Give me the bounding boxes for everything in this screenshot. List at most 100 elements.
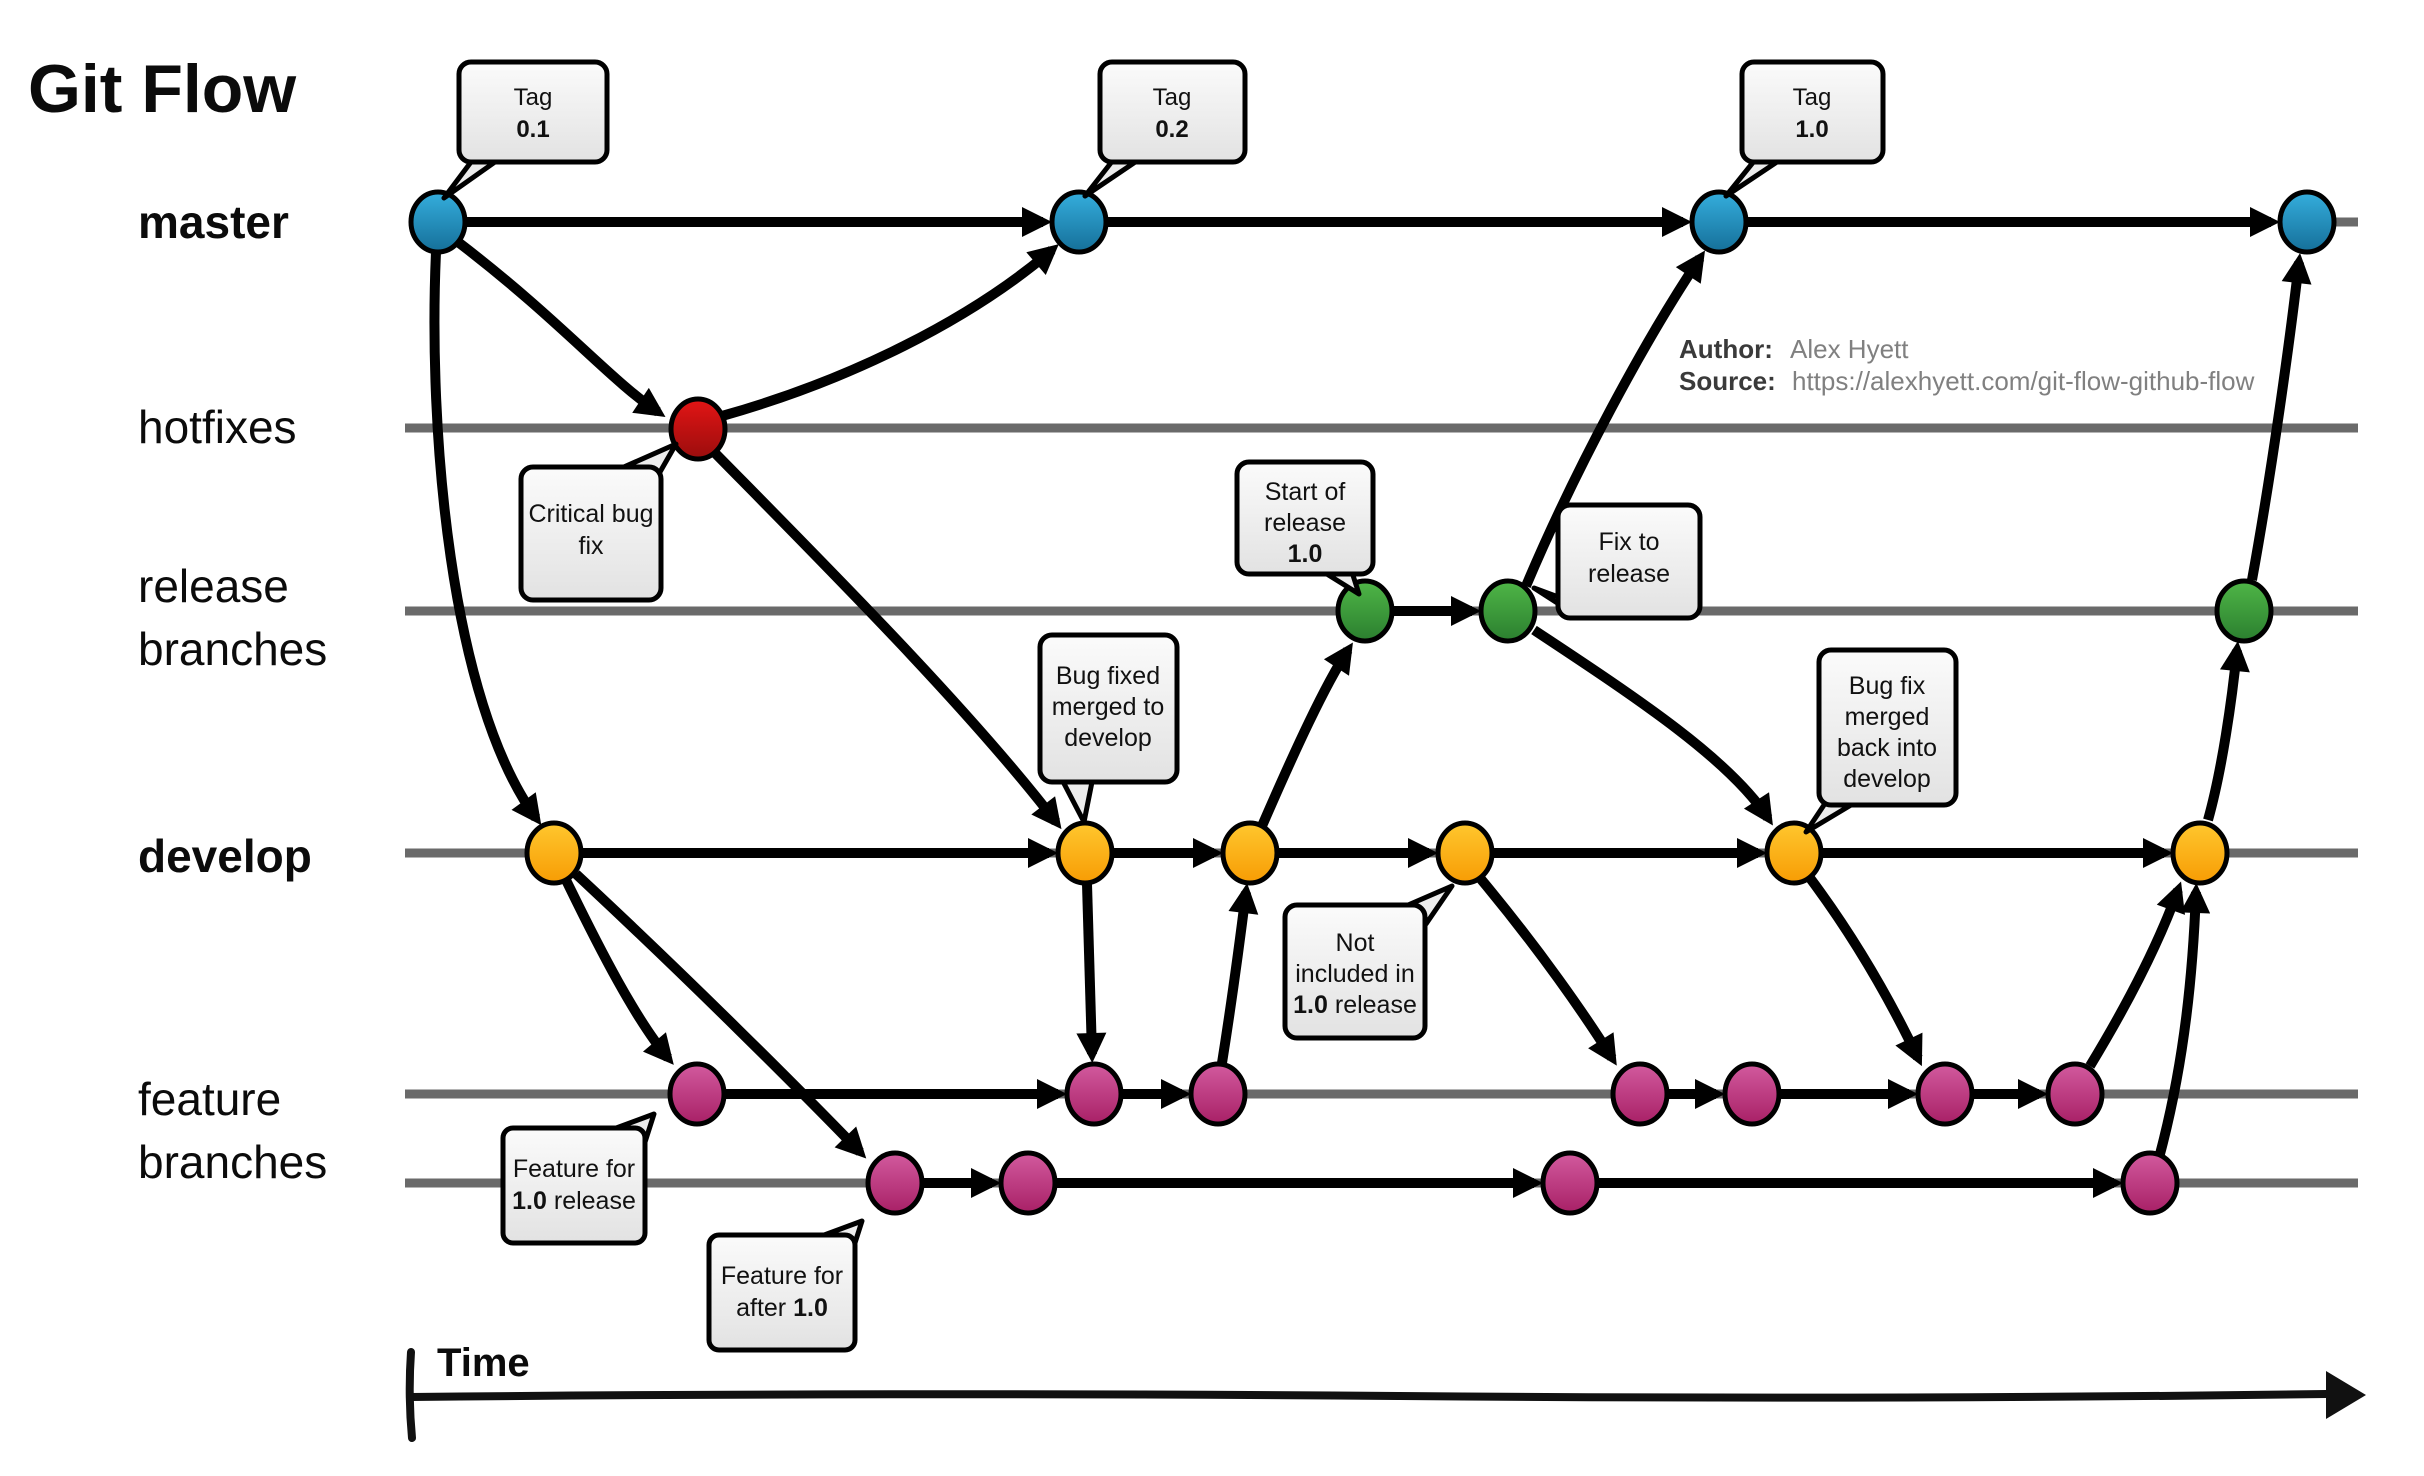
callout-text: Feature for xyxy=(513,1155,635,1183)
commit-release-1 xyxy=(1335,578,1395,644)
lane-label-release-1: release xyxy=(138,560,289,612)
commit-master-3 xyxy=(1689,189,1749,255)
commit-release-3 xyxy=(2214,578,2274,644)
callout-text: merged xyxy=(1845,703,1930,731)
callout-text: release xyxy=(1264,509,1346,537)
source-label: Source: xyxy=(1679,366,1776,396)
callout-text: back into xyxy=(1837,734,1937,762)
arrow-develop2-to-feature1b xyxy=(1076,883,1107,1063)
callout-body xyxy=(1282,902,1428,1041)
lane-label-hotfixes: hotfixes xyxy=(138,401,297,453)
commit-feature1-6 xyxy=(1915,1061,1975,1127)
commit-feature2-2 xyxy=(998,1150,1058,1216)
arrow-feature1-merge-develop6 xyxy=(2085,881,2185,1069)
callout-body xyxy=(1037,632,1180,785)
callout-tag-1-0: Tag 1.0 xyxy=(1723,59,1886,199)
commit-feature1-3 xyxy=(1188,1061,1248,1127)
commit-feature1-1 xyxy=(667,1061,727,1127)
arrow-develop3-to-release1 xyxy=(1257,642,1353,828)
callout-text: Bug fixed xyxy=(1056,662,1160,690)
callout-body xyxy=(1816,647,1959,808)
commit-develop-2 xyxy=(1055,820,1115,886)
commit-feature1-4 xyxy=(1610,1061,1670,1127)
lane-label-master: master xyxy=(138,196,289,248)
arrow-master1-to-develop1 xyxy=(429,251,542,826)
commit-develop-6 xyxy=(2170,820,2230,886)
callout-body xyxy=(456,59,610,165)
time-axis-arrowhead xyxy=(2326,1371,2366,1419)
arrow-release3-to-master4 xyxy=(2247,253,2312,581)
commit-develop-3 xyxy=(1220,820,1280,886)
commit-feature1-5 xyxy=(1722,1061,1782,1127)
arrow-master1-to-hotfix xyxy=(454,238,666,417)
commit-feature2-4 xyxy=(2120,1150,2180,1216)
arrow-hotfix-to-develop2 xyxy=(710,448,1062,830)
arrow-release2-to-master3 xyxy=(1521,250,1706,588)
author-label: Author: xyxy=(1679,334,1773,364)
callout-bug-fix-merged-back: Bug fix merged back into develop xyxy=(1803,647,1959,835)
callout-text: Fix to xyxy=(1598,528,1659,556)
time-axis-line xyxy=(407,1390,2330,1402)
lane-label-feature-2: branches xyxy=(138,1136,327,1188)
callout-text: Tag xyxy=(514,84,553,111)
commit-develop-4 xyxy=(1435,820,1495,886)
callout-text: 1.0 xyxy=(1288,540,1323,568)
lane-label-feature-1: feature xyxy=(138,1073,281,1125)
callout-body xyxy=(1555,502,1703,621)
arrow-hotfix-to-master2 xyxy=(720,244,1059,421)
callout-text: Tag xyxy=(1793,84,1832,111)
callout-tag-0-1: Tag 0.1 xyxy=(441,59,610,201)
page-title: Git Flow xyxy=(28,51,297,127)
lane-label-release-2: branches xyxy=(138,623,327,675)
callout-text: Not xyxy=(1336,929,1375,957)
source-value: https://alexhyett.com/git-flow-github-fl… xyxy=(1792,366,2255,396)
callout-text: included in xyxy=(1295,960,1415,988)
arrow-release2-to-develop5 xyxy=(1531,625,1773,826)
commit-hotfix xyxy=(668,396,728,462)
callout-text: Critical bug xyxy=(528,500,653,528)
callout-text: 0.2 xyxy=(1155,116,1188,143)
callout-body xyxy=(1739,59,1886,165)
commit-feature1-7 xyxy=(2045,1061,2105,1127)
callout-text: 1.0 xyxy=(1795,116,1828,143)
lane-label-develop: develop xyxy=(138,830,312,882)
callout-text: develop xyxy=(1843,765,1931,793)
commit-feature2-1 xyxy=(865,1150,925,1216)
callout-text: Tag xyxy=(1153,84,1192,111)
commit-feature1-2 xyxy=(1064,1061,1124,1127)
callout-body xyxy=(518,464,664,603)
time-axis-tick xyxy=(405,1348,416,1442)
arrow-develop5-to-feature1d xyxy=(1805,875,1923,1067)
callout-critical-bug-fix: Critical bug fix xyxy=(518,441,679,603)
author-value: Alex Hyett xyxy=(1790,334,1909,364)
callout-bug-fixed-merged: Bug fixed merged to develop xyxy=(1037,632,1180,825)
callout-text: Bug fix xyxy=(1849,672,1926,700)
commit-feature2-3 xyxy=(1540,1150,1600,1216)
arrow-feature2-merge-develop6 xyxy=(2155,883,2211,1156)
commit-develop-1 xyxy=(524,820,584,886)
callout-body xyxy=(1097,59,1248,165)
callout-text: develop xyxy=(1064,724,1152,752)
callout-body xyxy=(500,1125,648,1246)
arrow-develop6-to-release3 xyxy=(2203,641,2250,822)
arrow-develop1-to-feature1 xyxy=(561,877,674,1065)
arrow-develop1-to-feature2 xyxy=(572,870,867,1159)
arrow-feature1-merge-develop3 xyxy=(1217,883,1259,1064)
callout-start-of-release: Start of release 1.0 xyxy=(1234,459,1376,597)
callout-text: merged to xyxy=(1052,693,1165,721)
callout-fix-to-release: Fix to release xyxy=(1531,502,1703,621)
commit-master-2 xyxy=(1049,189,1109,255)
callout-text: Feature for xyxy=(721,1262,843,1290)
callout-tag-0-2: Tag 0.2 xyxy=(1082,59,1248,199)
callout-text: Start of xyxy=(1265,478,1346,506)
callout-body xyxy=(706,1232,858,1353)
commit-master-1 xyxy=(408,189,468,255)
